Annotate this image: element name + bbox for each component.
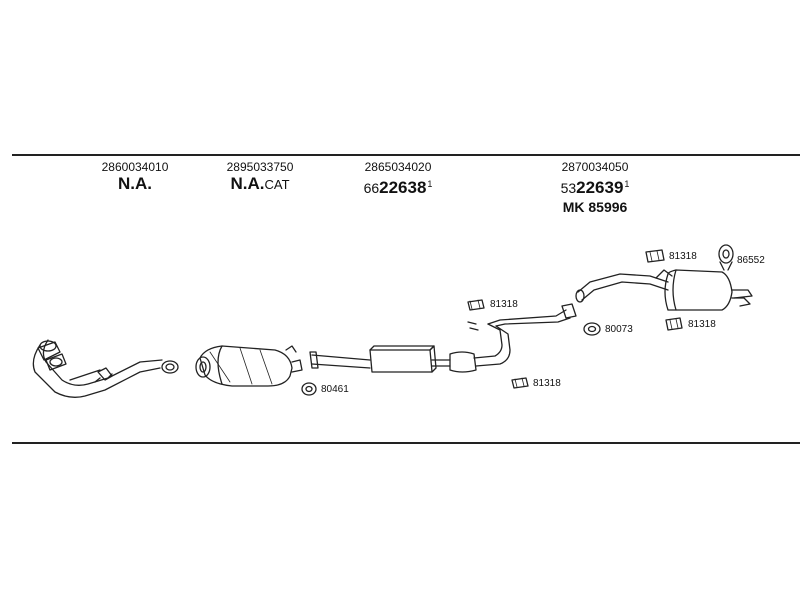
label-clamp-81318-center-bottom: 81318 (533, 378, 561, 389)
part-number: 2870034050 (561, 160, 629, 174)
clamp-rear-top-drawing (645, 249, 665, 263)
catalytic-converter-drawing (195, 345, 303, 387)
section-rear-muffler: 2870034050 53226391 MK 85996 (520, 160, 670, 216)
rubber-ring-86552-drawing (718, 244, 734, 271)
mounting-kit: MK 85996 (562, 199, 628, 215)
section-center-muffler: 2865034020 66226381 (323, 160, 473, 198)
gasket-80073-drawing (583, 322, 601, 336)
part-number: 2865034020 (364, 160, 432, 174)
section-catalytic-converter: 2895033750 N.A.CAT (185, 160, 335, 195)
clamp-center-top-drawing (467, 299, 485, 311)
front-pipe-drawing (32, 339, 179, 398)
rear-muffler-drawing (575, 269, 753, 311)
label-gasket-80461: 80461 (321, 384, 349, 395)
gasket-80461-drawing (301, 382, 317, 396)
center-muffler-drawing (309, 303, 577, 373)
top-rule (12, 154, 800, 156)
label-clamp-81318-rear-bottom: 81318 (688, 319, 716, 330)
clamp-center-bottom-drawing (511, 377, 529, 389)
bottom-rule (12, 442, 800, 444)
label-ring-86552: 86552 (737, 255, 765, 266)
part-name: 53226391 (560, 178, 630, 197)
part-name: N.A.CAT (230, 174, 290, 193)
part-number: 2860034010 (101, 160, 169, 174)
label-clamp-81318-rear-top: 81318 (669, 251, 697, 262)
section-front-pipe: 2860034010 N.A. (60, 160, 210, 194)
label-gasket-80073: 80073 (605, 324, 633, 335)
clamp-rear-bottom-drawing (665, 317, 683, 331)
part-name: 66226381 (363, 178, 433, 197)
part-number: 2895033750 (226, 160, 294, 174)
part-name: N.A. (118, 174, 152, 193)
label-clamp-81318-center-top: 81318 (490, 299, 518, 310)
